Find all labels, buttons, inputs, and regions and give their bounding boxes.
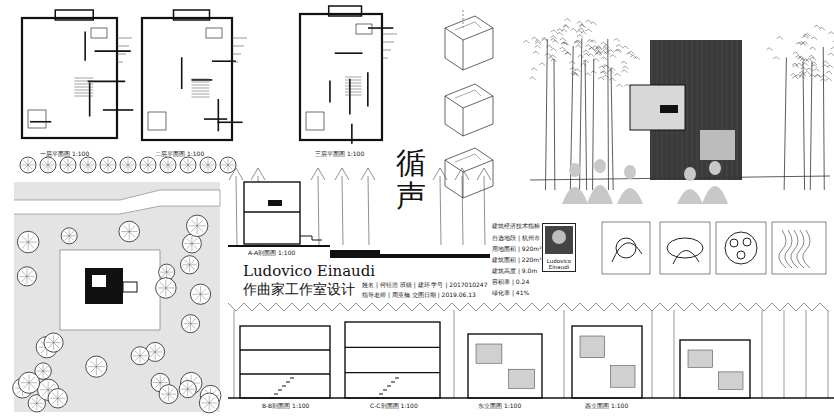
tree-row bbox=[20, 157, 236, 173]
drawing-label: B-B剖面图 1:100 bbox=[262, 402, 309, 409]
drawing-label: 一层平面图 1:100 bbox=[40, 150, 89, 157]
drawing-label: 二层平面图 1:100 bbox=[155, 150, 204, 157]
drawing-label: 指导老师 | 周亚楠 交图日期 | 2019.06.13 bbox=[362, 291, 476, 298]
drawing-label: 西立面图 1:100 bbox=[585, 402, 628, 409]
drawing-label: 容积率 | 0.24 bbox=[492, 278, 529, 285]
drawing-label: 东立面图 1:100 bbox=[478, 402, 521, 409]
drawing-label: 绿化率 | 41% bbox=[492, 289, 529, 296]
board-heading: 作曲家工作室设计 bbox=[243, 281, 355, 298]
analysis-diagrams bbox=[602, 222, 826, 274]
portrait-card: Ludovico Einaudi bbox=[542, 223, 576, 272]
floor-plan-1 bbox=[22, 10, 133, 138]
drawing-label: C-C剖面图 1:100 bbox=[370, 402, 418, 409]
perspective-render bbox=[524, 12, 834, 204]
title-vertical: 循声 bbox=[396, 146, 426, 212]
portrait-photo bbox=[545, 226, 573, 254]
floor-plan-3 bbox=[300, 6, 397, 144]
floor-plan-2 bbox=[142, 10, 247, 140]
drawing-label: A-A剖面图 1:100 bbox=[248, 249, 295, 256]
drawing-label: 三层平面图 1:100 bbox=[315, 150, 364, 157]
drawing-label: 建筑面积 | 220m² bbox=[492, 256, 542, 263]
drawing-label: 用地面积 | 920m² bbox=[492, 245, 542, 252]
drawing-label: 建筑经济技术指标 bbox=[492, 222, 540, 229]
portrait-caption: Ludovico Einaudi bbox=[543, 257, 575, 271]
drawing-label: 建筑高度 | 9.0m bbox=[492, 267, 537, 274]
drawing-label: 姓名 | 何钰浩 班级 | 建环 学号 | 2017010247 bbox=[362, 281, 488, 288]
board-heading: Ludovico Einaudi bbox=[243, 262, 375, 280]
section-a-a bbox=[228, 168, 491, 258]
sections-elevations bbox=[228, 303, 834, 398]
drawing-label: 自选地段 | 杭州市 bbox=[492, 234, 540, 241]
site-plan bbox=[13, 182, 221, 413]
axonometric bbox=[445, 10, 493, 198]
